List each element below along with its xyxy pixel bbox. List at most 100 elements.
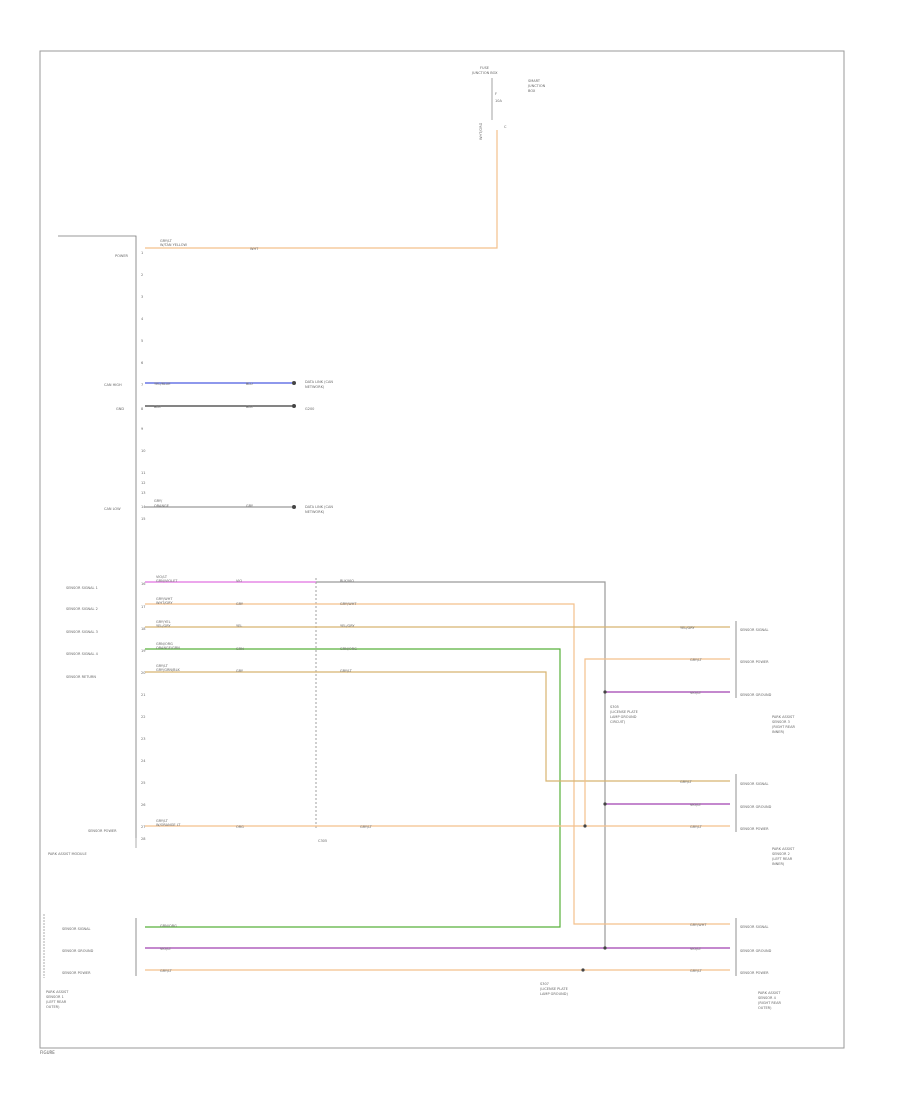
svg-text:GRY/LT: GRY/LT bbox=[160, 239, 173, 243]
svg-text:SENSOR SIGNAL 1: SENSOR SIGNAL 1 bbox=[66, 586, 98, 590]
svg-text:GRN/ORG: GRN/ORG bbox=[160, 924, 177, 928]
wire-sensor-return bbox=[145, 671, 730, 782]
svg-text:OUTER): OUTER) bbox=[46, 1005, 60, 1009]
park-assist-module-label: PARK ASSIST MODULE bbox=[48, 852, 87, 856]
svg-text:(LEFT REAR: (LEFT REAR bbox=[772, 857, 793, 861]
svg-text:7: 7 bbox=[141, 383, 143, 387]
svg-text:WHT/GRY: WHT/GRY bbox=[156, 601, 173, 605]
svg-text:SENSOR POWER: SENSOR POWER bbox=[740, 827, 769, 831]
svg-text:POWER: POWER bbox=[115, 254, 129, 258]
svg-text:INNER): INNER) bbox=[772, 730, 785, 734]
svg-text:GRY/WHT: GRY/WHT bbox=[340, 602, 357, 606]
svg-text:SENSOR SIGNAL 2: SENSOR SIGNAL 2 bbox=[66, 607, 98, 611]
svg-text:YEL: YEL bbox=[236, 624, 242, 628]
can-low-terminal bbox=[292, 505, 296, 509]
svg-text:ORG: ORG bbox=[236, 825, 244, 829]
svg-text:WHT: WHT bbox=[250, 247, 259, 251]
svg-text:YEL/BLUE: YEL/BLUE bbox=[154, 382, 170, 386]
svg-text:SENSOR RETURN: SENSOR RETURN bbox=[66, 675, 96, 679]
svg-text:19: 19 bbox=[141, 649, 145, 653]
figure-id: FIGURE bbox=[40, 1050, 55, 1055]
svg-text:GRY/LT: GRY/LT bbox=[156, 819, 169, 823]
svg-text:GRY/LT: GRY/LT bbox=[690, 658, 703, 662]
svg-text:SENSOR POWER: SENSOR POWER bbox=[740, 971, 769, 975]
splice-sensor-power bbox=[583, 824, 587, 828]
wire-sensor-signal-2 bbox=[145, 603, 730, 925]
module-pin-functions: POWER CAN HIGH GND CAN LOW SENSOR SIGNAL… bbox=[66, 254, 129, 833]
wire-sensor-power-branch bbox=[584, 658, 730, 826]
svg-text:(LEFT REAR: (LEFT REAR bbox=[46, 1000, 67, 1004]
svg-text:3: 3 bbox=[141, 295, 143, 299]
svg-text:C: C bbox=[504, 125, 507, 129]
svg-text:5: 5 bbox=[141, 339, 143, 343]
svg-text:SENSOR GROUND: SENSOR GROUND bbox=[740, 693, 772, 697]
svg-text:VIO/LT: VIO/LT bbox=[690, 691, 702, 695]
fuse-block: FUSE JUNCTION BOX SMART JUNCTION BOX F 1… bbox=[471, 66, 546, 129]
wire-sensor-signal-4 bbox=[145, 648, 561, 928]
svg-text:6: 6 bbox=[141, 361, 143, 365]
svg-text:SENSOR POWER: SENSOR POWER bbox=[740, 660, 769, 664]
svg-text:OUTER): OUTER) bbox=[758, 1006, 772, 1010]
svg-text:15: 15 bbox=[141, 517, 145, 521]
svg-text:LAMP GROUND): LAMP GROUND) bbox=[540, 992, 568, 996]
svg-text:4: 4 bbox=[141, 317, 144, 321]
svg-text:PARK ASSIST: PARK ASSIST bbox=[772, 847, 795, 851]
svg-text:(LICENSE PLATE: (LICENSE PLATE bbox=[540, 987, 568, 991]
svg-text:S305: S305 bbox=[610, 705, 619, 709]
svg-text:LAMP GROUND: LAMP GROUND bbox=[610, 715, 637, 719]
svg-text:(RIGHT REAR: (RIGHT REAR bbox=[758, 1001, 781, 1005]
can-high-terminal bbox=[292, 381, 296, 385]
park-assist-module-outline bbox=[58, 235, 137, 838]
svg-text:GRY/LT: GRY/LT bbox=[690, 969, 703, 973]
svg-text:CIRCUIT): CIRCUIT) bbox=[610, 720, 626, 724]
svg-text:27: 27 bbox=[141, 825, 145, 829]
svg-text:YEL/GRY: YEL/GRY bbox=[156, 624, 171, 628]
svg-text:VIO/LT: VIO/LT bbox=[160, 947, 172, 951]
svg-text:25: 25 bbox=[141, 781, 145, 785]
svg-text:GRY/LT: GRY/LT bbox=[690, 825, 703, 829]
svg-text:BLK: BLK bbox=[154, 405, 161, 409]
svg-text:BLK: BLK bbox=[246, 405, 253, 409]
svg-text:PARK ASSIST: PARK ASSIST bbox=[758, 991, 781, 995]
svg-text:YEL/GRY: YEL/GRY bbox=[340, 624, 355, 628]
svg-text:GRN/ORG: GRN/ORG bbox=[340, 647, 357, 651]
wire-power-feed bbox=[145, 130, 498, 249]
svg-text:SMART: SMART bbox=[528, 79, 541, 83]
sensor-left-lower: SENSOR SIGNAL SENSOR GROUND SENSOR POWER… bbox=[43, 914, 137, 1009]
svg-text:11: 11 bbox=[141, 471, 145, 475]
sensor-right-upper: SENSOR SIGNAL SENSOR POWER SENSOR GROUND… bbox=[735, 621, 795, 734]
svg-text:GRY/GRN/BLK: GRY/GRN/BLK bbox=[156, 668, 181, 672]
svg-text:GRY/LT: GRY/LT bbox=[360, 825, 373, 829]
svg-text:SENSOR 2: SENSOR 2 bbox=[772, 852, 790, 856]
svg-text:NETWORK): NETWORK) bbox=[305, 510, 325, 514]
svg-text:SENSOR SIGNAL: SENSOR SIGNAL bbox=[62, 927, 91, 931]
svg-text:GRN/VIOLET: GRN/VIOLET bbox=[156, 579, 178, 583]
svg-text:SENSOR SIGNAL 4: SENSOR SIGNAL 4 bbox=[66, 652, 99, 656]
wire-sensor-signal-1-cont bbox=[316, 581, 606, 948]
svg-text:GRY: GRY bbox=[236, 669, 244, 673]
svg-text:22: 22 bbox=[141, 715, 145, 719]
right-wire-labels: YEL/GRY GRY/LT VIO/LT GRY/LT VIO/LT GRY/… bbox=[160, 626, 707, 973]
svg-text:12: 12 bbox=[141, 481, 145, 485]
svg-text:SENSOR GROUND: SENSOR GROUND bbox=[62, 949, 94, 953]
svg-text:18: 18 bbox=[141, 627, 145, 631]
svg-text:VIO/LT: VIO/LT bbox=[156, 575, 168, 579]
svg-text:GRY/LT: GRY/LT bbox=[340, 669, 353, 673]
svg-text:21: 21 bbox=[141, 693, 145, 697]
svg-text:YEL/GRY: YEL/GRY bbox=[680, 626, 695, 630]
svg-text:PARK ASSIST: PARK ASSIST bbox=[46, 990, 69, 994]
svg-text:GRY: GRY bbox=[246, 504, 254, 508]
svg-text:23: 23 bbox=[141, 737, 145, 741]
svg-text:SENSOR POWER: SENSOR POWER bbox=[62, 971, 91, 975]
svg-text:JUNCTION BOX: JUNCTION BOX bbox=[471, 71, 498, 75]
svg-text:GRY/WHT: GRY/WHT bbox=[690, 923, 707, 927]
svg-text:C305: C305 bbox=[318, 839, 327, 843]
svg-text:SENSOR GROUND: SENSOR GROUND bbox=[740, 949, 772, 953]
svg-text:DATA LINK (CAN: DATA LINK (CAN bbox=[305, 505, 333, 509]
svg-text:SENSOR 1: SENSOR 1 bbox=[46, 995, 64, 999]
svg-text:24: 24 bbox=[141, 759, 146, 763]
svg-text:SENSOR SIGNAL 3: SENSOR SIGNAL 3 bbox=[66, 630, 98, 634]
svg-text:SENSOR GROUND: SENSOR GROUND bbox=[740, 805, 772, 809]
svg-text:SENSOR 3: SENSOR 3 bbox=[772, 720, 790, 724]
svg-text:CAN LOW: CAN LOW bbox=[104, 507, 121, 511]
